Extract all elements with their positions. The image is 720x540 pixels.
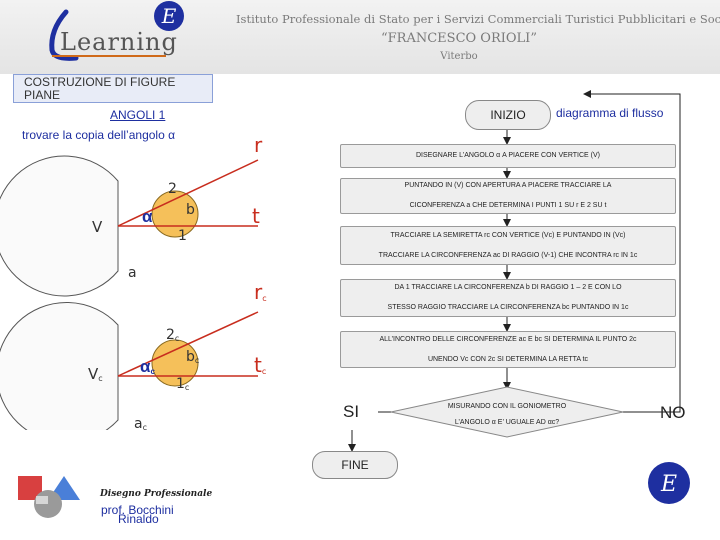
title-line1: COSTRUZIONE DI FIGURE bbox=[24, 75, 176, 89]
step3-text-2: TRACCIARE LA CIRCONFERENZA ac DI RAGGIO … bbox=[378, 251, 638, 259]
circle-b-fig2 bbox=[151, 339, 199, 387]
label-t: t bbox=[252, 204, 260, 228]
figure-1 bbox=[0, 155, 259, 297]
topic-link[interactable]: ANGOLI 1 bbox=[110, 108, 166, 122]
ray-t-fig2 bbox=[117, 311, 259, 377]
label-point-1c: 1c bbox=[176, 376, 190, 392]
svg-text:E: E bbox=[161, 4, 177, 28]
step2-box: PUNTANDO IN (V) CON APERTURA A PIACERE T… bbox=[340, 178, 676, 214]
step1-text: DISEGNARE L’ANGOLO α A PIACERE CON VERTI… bbox=[415, 152, 601, 159]
circle-a-fig1 bbox=[0, 155, 119, 297]
label-alpha: α bbox=[142, 207, 153, 226]
logo-ball-icon: E bbox=[648, 462, 690, 504]
end-node: FINE bbox=[312, 451, 398, 479]
step2-text-1: PUNTANDO IN (V) CON APERTURA A PIACERE T… bbox=[404, 182, 612, 189]
label-point-2c: 2c bbox=[166, 327, 180, 343]
label-vc: Vc bbox=[88, 365, 103, 383]
step3-text-1: TRACCIARE LA SEMIRETTA rc CON VERTICE (V… bbox=[390, 231, 626, 239]
decision-text-2: L’ANGOLO α E’ UGUALE AD αc? bbox=[454, 419, 560, 426]
institute-name: Istituto Professionale di Stato per i Se… bbox=[236, 12, 720, 26]
decision-diamond bbox=[390, 386, 624, 438]
figure-2 bbox=[0, 302, 259, 430]
label-alpha-c: αc bbox=[140, 357, 155, 376]
logo-ball-icon: E bbox=[154, 1, 184, 31]
svg-text:E: E bbox=[660, 472, 677, 497]
logo-text: Learning bbox=[60, 28, 178, 56]
step3-box: TRACCIARE LA SEMIRETTA rc CON VERTICE (V… bbox=[340, 226, 676, 265]
step4-box: DA 1 TRACCIARE LA CIRCONFERENZA b DI RAG… bbox=[340, 279, 676, 317]
header-band bbox=[0, 0, 720, 74]
step1-box: DISEGNARE L’ANGOLO α A PIACERE CON VERTI… bbox=[340, 144, 676, 168]
circle-a-fig2 bbox=[0, 302, 119, 430]
task-text: trovare la copia dell’angolo α bbox=[22, 128, 176, 142]
author-line-1: prof. Bocchini bbox=[101, 503, 174, 517]
label-a: a bbox=[128, 265, 137, 281]
label-tc: tc bbox=[254, 353, 267, 377]
yes-label: SI bbox=[343, 402, 360, 421]
shapes-logo-icon bbox=[18, 476, 80, 518]
decision-text-1: MISURANDO CON IL GONIOMETRO bbox=[447, 403, 567, 410]
step4-text-1: DA 1 TRACCIARE LA CIRCONFERENZA b DI RAG… bbox=[394, 284, 622, 291]
ray-t-fig1 bbox=[117, 159, 259, 227]
author-line-2: Rinaldo bbox=[118, 512, 159, 526]
label-v: V bbox=[92, 218, 103, 236]
institute-school: “FRANCESCO ORIOLI” bbox=[381, 31, 537, 46]
institute-city: Viterbo bbox=[440, 51, 478, 62]
course-label: Disegno Professionale bbox=[100, 489, 213, 499]
step2-text-2: CICONFERENZA a CHE DETERMINA I PUNTI 1 S… bbox=[409, 202, 607, 209]
no-label: NO bbox=[660, 403, 686, 422]
label-ac: ac bbox=[134, 416, 147, 432]
label-point-2: 2 bbox=[168, 181, 177, 197]
start-node: INIZIO bbox=[465, 100, 551, 130]
label-b: b bbox=[186, 202, 195, 218]
label-point-1: 1 bbox=[178, 228, 187, 244]
label-r: r bbox=[254, 133, 263, 157]
label-bc: bc bbox=[186, 349, 200, 365]
step5-box: ALL’INCONTRO DELLE CIRCONFERENZE ac E bc… bbox=[340, 331, 676, 368]
geometry-figures bbox=[0, 155, 259, 430]
label-rc: rc bbox=[254, 280, 267, 304]
step5-text-1: ALL’INCONTRO DELLE CIRCONFERENZE ac E bc… bbox=[379, 335, 637, 343]
learning-logo: E bbox=[49, 1, 184, 61]
step4-text-2: STESSO RAGGIO TRACCIARE LA CIRCONFERENZA… bbox=[387, 304, 629, 311]
title-line2: PIANE bbox=[24, 88, 61, 102]
flowchart-heading: diagramma di flusso bbox=[556, 106, 664, 120]
title-box: COSTRUZIONE DI FIGURE PIANE bbox=[13, 74, 213, 103]
step5-text-2: UNENDO Vc CON 2c SI DETERMINA LA RETTA t… bbox=[427, 355, 589, 363]
